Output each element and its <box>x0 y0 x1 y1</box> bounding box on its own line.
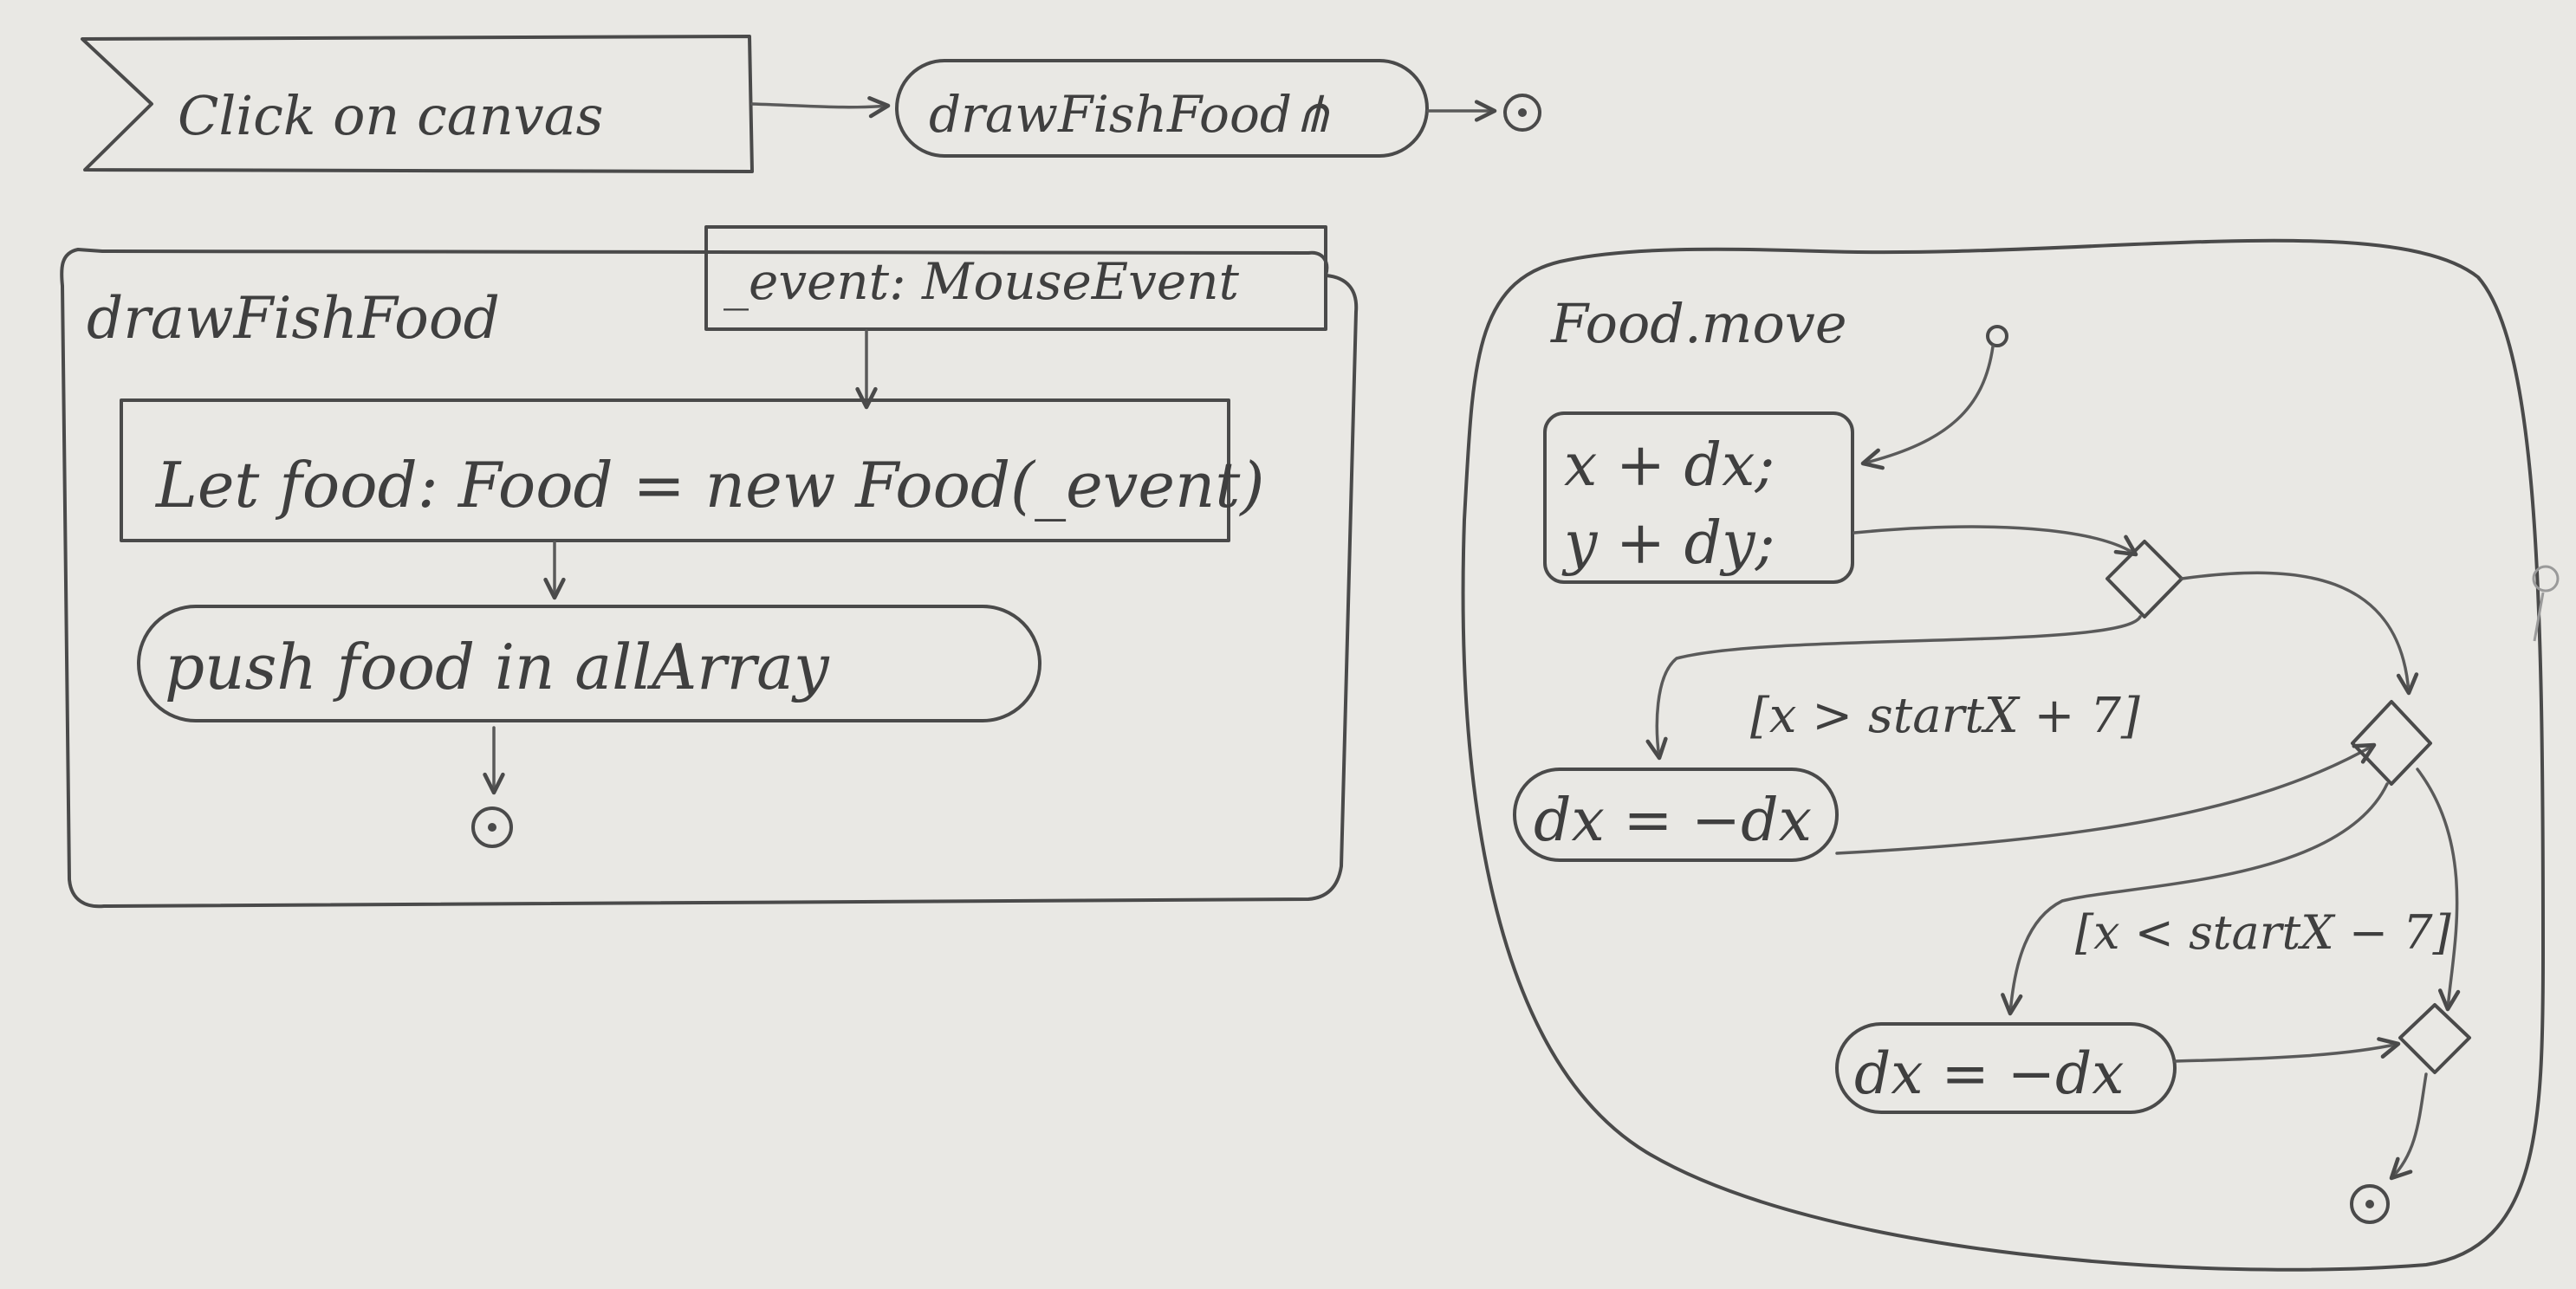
activity-title-drawfishfood: drawFishFood <box>87 285 500 352</box>
action-dx-1-label: dx = −dx <box>1534 787 1812 855</box>
call-action-drawfishfood: drawFishFood⋔ <box>895 59 1429 158</box>
call-action-label: drawFishFood⋔ <box>929 85 1334 144</box>
action-dx-negate-2: dx = −dx <box>1835 1022 2177 1114</box>
flow-arrow-dx2-to-merge2 <box>2173 1037 2401 1063</box>
signal-receive-click-on-canvas: Click on canvas <box>81 35 754 173</box>
action-let-food: Let food: Food = new Food(_event) <box>120 398 1264 542</box>
action-dx-negate-1: dx = −dx <box>1513 768 1839 862</box>
merge-node-2 <box>2398 1003 2471 1074</box>
parameter-label: _event: MouseEvent <box>723 252 1240 311</box>
flow-arrow-decision1-to-merge <box>2180 571 2419 696</box>
action-push-label: push food in allArray <box>165 631 830 703</box>
flow-arrow-dx1-to-decision2 <box>1835 742 2377 855</box>
parameter-node-event: _event: MouseEvent <box>704 225 1327 331</box>
flow-arrow-xy-to-decision1 <box>1853 525 2138 557</box>
guard-label-1: [x > startX + 7] <box>1750 688 2140 744</box>
activity-title-food-move: Food.move <box>1550 292 1847 355</box>
action-dx-2-label: dx = −dx <box>1854 1040 2125 1107</box>
flow-arrow-decision2-to-merge2 <box>2416 768 2461 1012</box>
decision-node-1 <box>2106 540 2183 619</box>
final-node-food-move <box>2350 1184 2390 1224</box>
action-push-food: push food in allArray <box>137 605 1041 722</box>
signal-label: Click on canvas <box>178 84 604 147</box>
action-let-label: Let food: Food = new Food(_event) <box>154 449 1264 521</box>
flow-arrow-decision1-to-dx1 <box>1645 615 2142 761</box>
action-xy-line2: y + dy; <box>1561 509 1775 578</box>
final-node-top <box>1503 94 1541 132</box>
decision-node-2 <box>2351 700 2432 786</box>
final-node-drawfishfood <box>471 806 513 848</box>
flow-arrow-signal-to-call <box>750 96 891 119</box>
flow-arrow-decision2-to-dx2 <box>2001 782 2389 1016</box>
pin-marker <box>2532 565 2560 642</box>
flow-arrow-merge2-to-final <box>2389 1072 2428 1181</box>
action-xy-line1: x + dx; <box>1564 431 1775 500</box>
activity-food-move: Food.move x + dx; y + dy; [x > startX + … <box>1461 238 2560 1272</box>
activity-drawfishfood: drawFishFood _event: MouseEvent Let food… <box>60 225 1359 909</box>
action-x-y-update: x + dx; y + dy; <box>1543 411 1854 584</box>
flow-arrow-initial-to-xy <box>1860 345 1995 470</box>
initial-node-food-move <box>1986 325 2008 347</box>
guard-label-2: [x < startX − 7] <box>2075 905 2452 960</box>
